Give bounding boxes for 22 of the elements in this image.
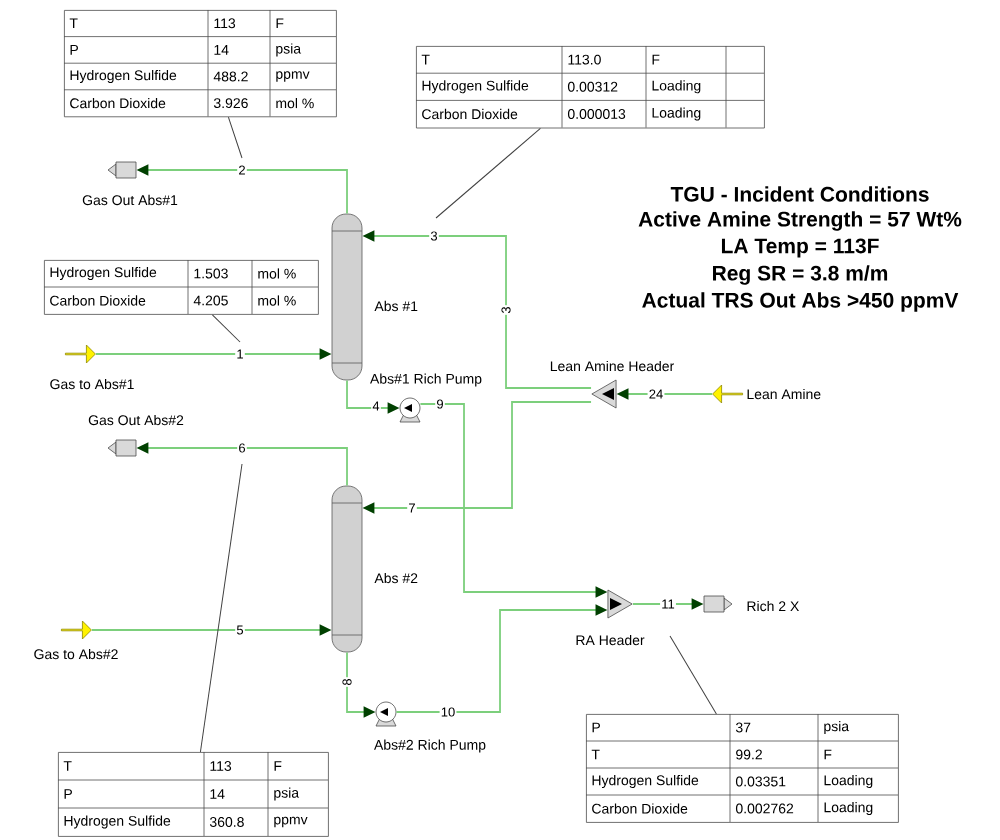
condition-text: Reg SR = 3.8 m/m: [713, 265, 888, 285]
condition-text: Active Amine Strength = 57 Wt%: [638, 211, 962, 231]
terminal-symbol: [107, 161, 137, 179]
leader-line: [435, 127, 541, 219]
header-symbol: [607, 589, 633, 619]
leader-line: [199, 463, 243, 753]
terminal-symbol: [703, 595, 733, 613]
leader-line: [227, 116, 243, 159]
terminal-symbol: [107, 439, 137, 457]
feed-symbol: [65, 344, 96, 364]
header-symbol: [591, 379, 617, 409]
pump-symbol: [375, 701, 397, 727]
condition-text: Actual TRS Out Abs >450 ppmV: [642, 292, 959, 312]
title: TGU - Incident Conditions: [670, 186, 929, 202]
absorber-column: [331, 485, 363, 653]
feed-symbol: [61, 620, 92, 640]
feed-symbol: [712, 384, 743, 404]
absorber-column: [331, 213, 363, 381]
condition-text: LA Temp = 113F: [721, 238, 879, 258]
leader-line: [211, 314, 241, 343]
leader-line: [669, 635, 717, 715]
pump-symbol: [399, 397, 421, 423]
